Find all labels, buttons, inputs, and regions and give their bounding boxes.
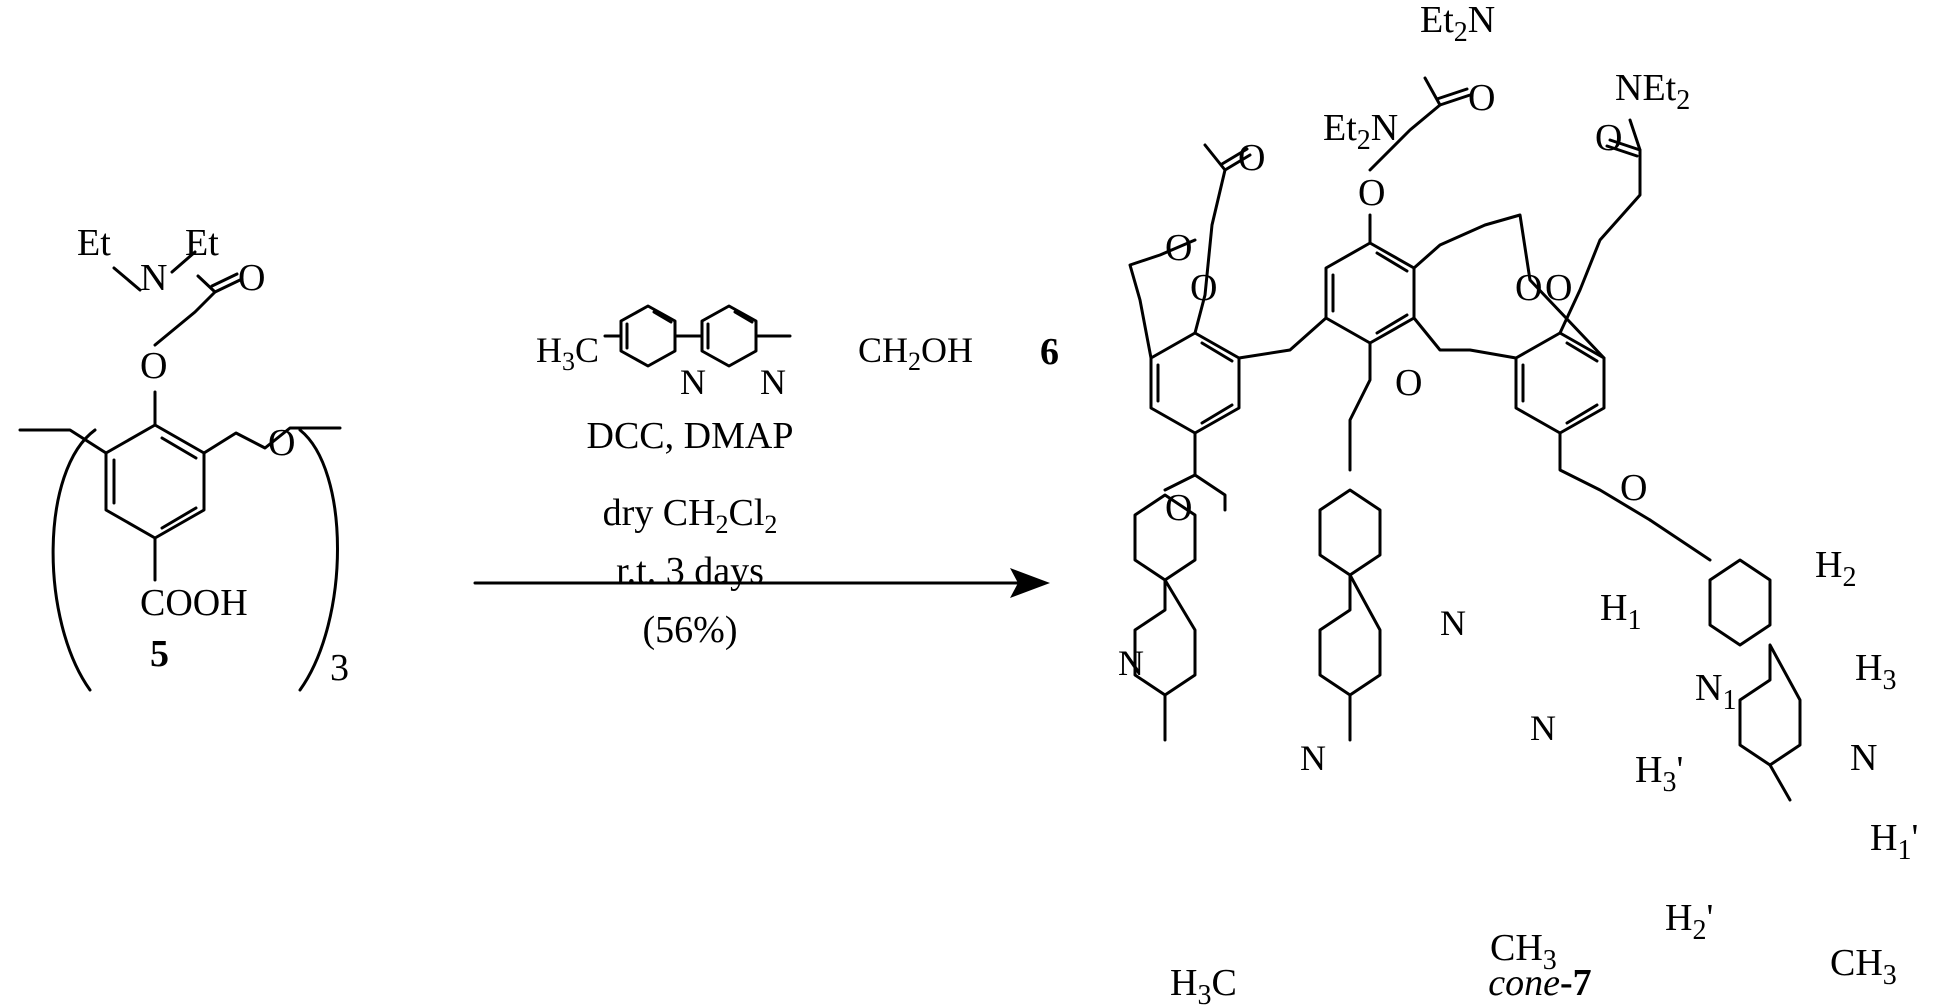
methyl-label-right: CH3 — [1830, 942, 1897, 991]
yield-label: (56%) — [643, 609, 738, 651]
oxygen-label: O — [1620, 467, 1647, 509]
oxygen-label: O — [1165, 487, 1192, 529]
reaction-conditions: DCC, DMAP dry CH2Cl2 r.t. 3 days (56%) — [473, 415, 1050, 651]
solvent-label: dry CH2Cl2 — [603, 492, 778, 539]
ether-oxygen-label: O — [140, 345, 167, 387]
oxygen-label: O — [1395, 362, 1422, 404]
pyridine-nitrogen-label: N — [1300, 738, 1326, 778]
oxygen-label: O — [1238, 137, 1265, 179]
product-cone-7: Et2N Et2N NEt2 O O O O O O O O O O O N N… — [1118, 0, 1918, 1006]
proton-label-h3-prime: H3' — [1635, 749, 1683, 798]
pyridine-n-left-label: N — [680, 362, 706, 402]
ring-nitrogen-n1-label: N1 — [1695, 667, 1736, 716]
hydroxymethyl-label: CH2OH — [858, 330, 973, 376]
compound-number-5: 5 — [150, 633, 169, 675]
amide-3-label: NEt2 — [1615, 67, 1690, 116]
ethyl-left-label: Et — [77, 222, 111, 264]
oxygen-label: O — [1468, 77, 1495, 119]
oxygen-label: O — [1165, 227, 1192, 269]
methyl-group-label: H3C — [536, 330, 599, 376]
pyridine-nitrogen-label: N — [1440, 603, 1466, 643]
proton-label-h2-prime: H2' — [1665, 897, 1713, 946]
coupling-reagents-label: DCC, DMAP — [587, 415, 794, 457]
pyridine-nitrogen-label: N — [1118, 643, 1144, 683]
compound-number-6: 6 — [1040, 331, 1059, 373]
oxygen-label: O — [1545, 267, 1572, 309]
proton-label-h1: H1 — [1600, 587, 1641, 636]
ethyl-right-label: Et — [185, 222, 219, 264]
proton-label-h1-prime: H1' — [1870, 817, 1918, 866]
oxygen-label: O — [1190, 267, 1217, 309]
reaction-arrowhead — [1010, 568, 1050, 598]
amide-2-label: Et2N — [1323, 107, 1398, 156]
repeat-subscript: 3 — [330, 647, 349, 689]
oxygen-label: O — [1595, 117, 1622, 159]
oxygen-label: O — [1515, 267, 1542, 309]
time-label: r.t. 3 days — [616, 550, 764, 592]
methyl-label-left: H3C — [1170, 962, 1237, 1006]
reagent-6: H3C N N CH2OH 6 — [536, 304, 1059, 402]
pyridine-n-right-label: N — [760, 362, 786, 402]
amide-nitrogen-label: N — [140, 257, 167, 299]
oxygen-label: O — [1358, 172, 1385, 214]
proton-label-h3: H3 — [1855, 647, 1896, 696]
bridge-oxygen-label: O — [268, 422, 295, 464]
pyridine-nitrogen-label: N — [1850, 737, 1877, 779]
proton-label-h2: H2 — [1815, 544, 1856, 593]
reactant-5: Et Et N O O O COOH 3 5 — [18, 222, 349, 692]
carboxylic-acid-label: COOH — [140, 582, 248, 624]
pyridine-nitrogen-label: N — [1530, 708, 1556, 748]
methyl-label-middle: CH3 — [1490, 927, 1557, 976]
carbonyl-oxygen-label: O — [238, 257, 265, 299]
amide-1-label: Et2N — [1420, 0, 1495, 48]
product-label: cone-7 — [1488, 962, 1591, 1004]
